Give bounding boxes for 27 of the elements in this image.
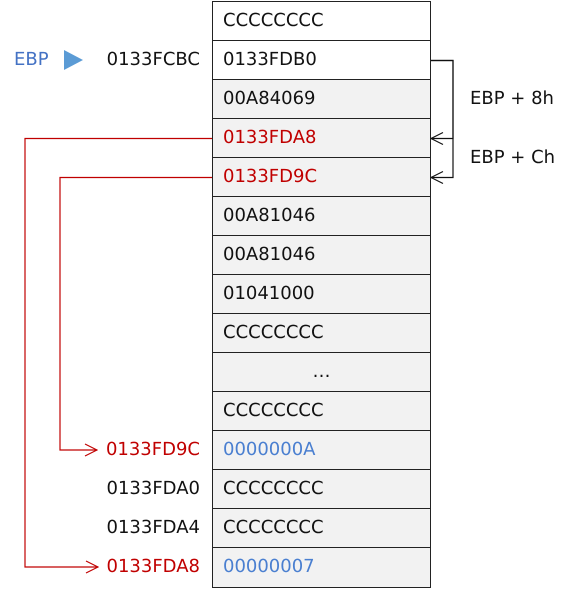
- offset-label: EBP + 8h: [470, 87, 554, 111]
- memory-cell: 00A81046: [212, 235, 431, 276]
- memory-cell: CCCCCCCC: [212, 313, 431, 354]
- memory-cell: 00A81046: [212, 196, 431, 236]
- memory-cell: CCCCCCCC: [212, 469, 431, 510]
- memory-cell: …: [212, 352, 431, 392]
- offset-label: EBP + Ch: [470, 146, 556, 170]
- memory-cell: 0133FDB0: [212, 40, 431, 80]
- memory-cell: 0133FD9C: [212, 157, 431, 198]
- memory-cell: CCCCCCCC: [212, 391, 431, 432]
- address-label: 0133FDA4: [98, 516, 200, 540]
- arrow: [64, 50, 83, 70]
- memory-cell: CCCCCCCC: [212, 508, 431, 548]
- arrow: [59, 176, 212, 457]
- memory-cell: 00A84069: [212, 79, 431, 120]
- arrow: [24, 138, 212, 574]
- address-label: 0133FDA8: [98, 555, 200, 579]
- address-label: 0133FD9C: [96, 438, 200, 462]
- memory-cell: 01041000: [212, 274, 431, 314]
- memory-cell: 00000007: [212, 547, 431, 588]
- address-label: 0133FDA0: [98, 477, 200, 501]
- register-label: EBP: [14, 48, 49, 72]
- memory-cell: CCCCCCCC: [212, 1, 431, 42]
- address-label: 0133FCBC: [98, 48, 200, 72]
- memory-cell: 0000000A: [212, 430, 431, 470]
- arrow: [430, 60, 454, 184]
- memory-cell: 0133FDA8: [212, 118, 431, 158]
